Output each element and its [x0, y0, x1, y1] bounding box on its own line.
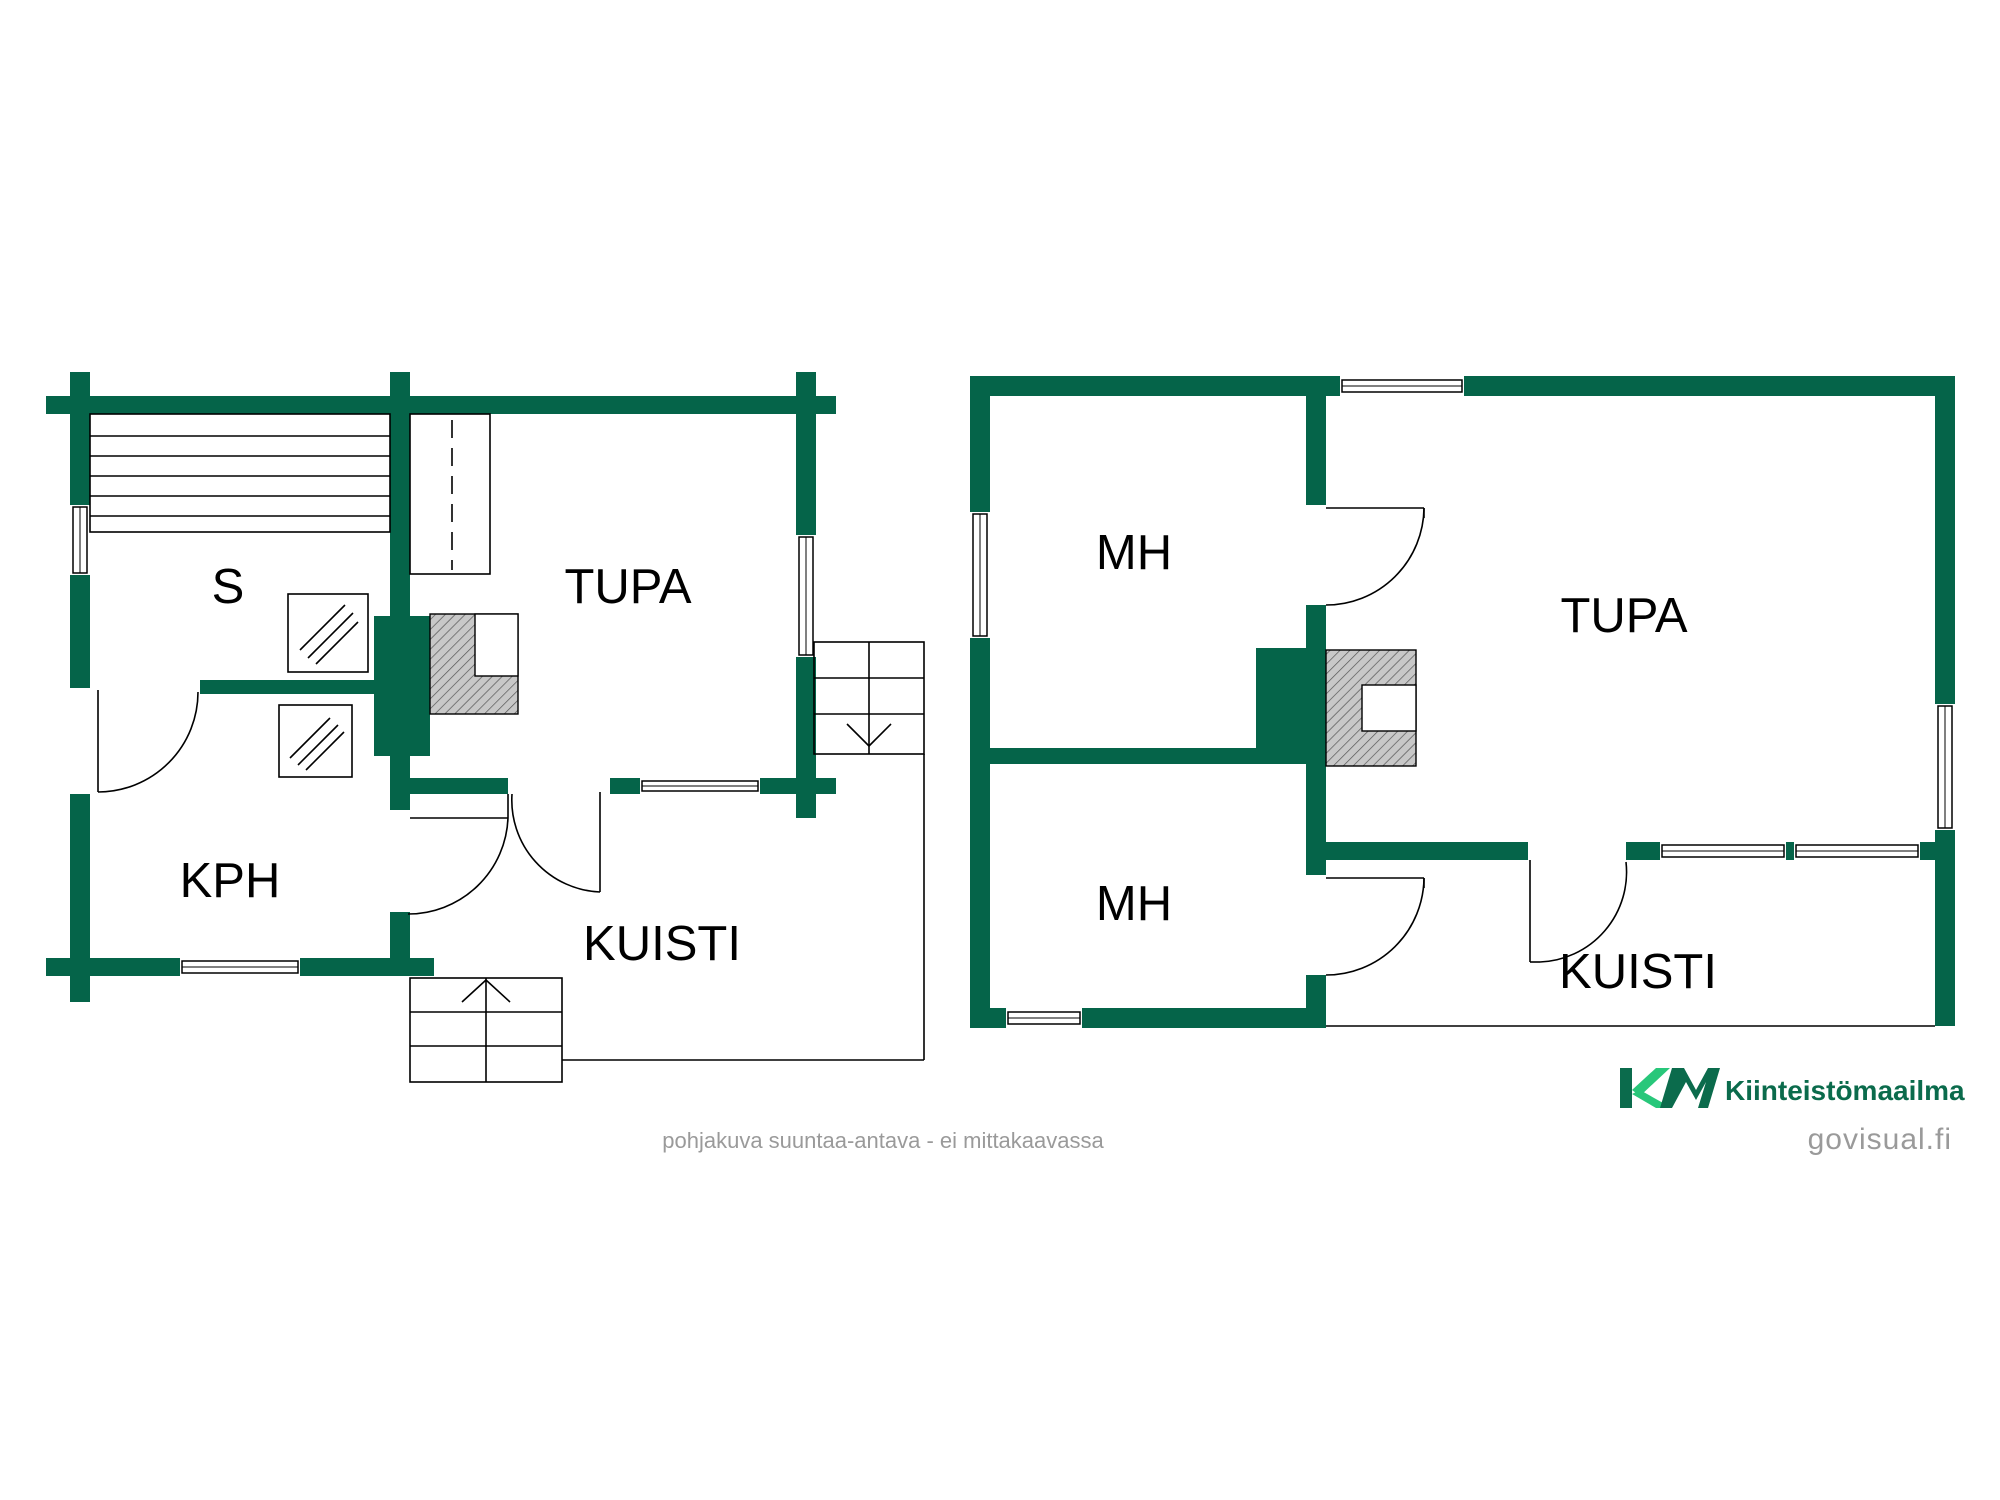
disclaimer-text: pohjakuva suuntaa-antava - ei mittakaava… [662, 1128, 1104, 1153]
room-label-kph: KPH [180, 854, 281, 908]
right-floor-plan: MH TUPA MH KUISTI [970, 376, 1955, 1028]
room-label-sauna: S [212, 560, 245, 614]
shower-symbol [278, 593, 369, 778]
room-label-mh-top: MH [1096, 526, 1172, 580]
stairs-right [562, 641, 925, 1061]
doors [1325, 507, 1935, 1027]
room-label-kuisti: KUISTI [1559, 945, 1717, 999]
room-label-kuisti: KUISTI [583, 917, 741, 971]
brand-logo: KM Kiinteistömaailma [1620, 1068, 1965, 1108]
left-floor-plan: S TUPA KPH KUISTI [46, 372, 925, 1083]
govisual-credit: govisual.fi [1808, 1123, 1952, 1156]
bed [409, 413, 491, 575]
stove [429, 613, 519, 715]
brand-name: Kiinteistömaailma [1725, 1075, 1965, 1106]
left-openings [70, 505, 816, 976]
doors [97, 690, 601, 915]
room-label-tupa: TUPA [1560, 589, 1687, 643]
room-label-mh-bottom: MH [1096, 877, 1172, 931]
room-label-tupa: TUPA [564, 560, 691, 614]
sauna-benches [89, 413, 391, 533]
stairs-bottom [409, 977, 563, 1083]
right-openings [970, 376, 1955, 1028]
stove [1325, 649, 1417, 767]
km-logo-icon: KM [1620, 1068, 1720, 1108]
